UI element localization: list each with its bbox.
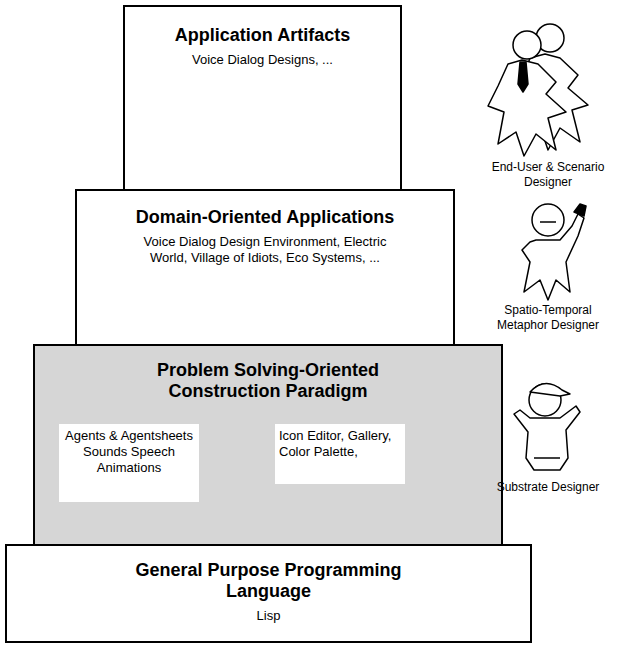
layer-items: Voice Dialog Designs, ... — [178, 52, 348, 68]
layer-box: Domain-Oriented ApplicationsVoice Dialog… — [75, 189, 455, 346]
body — [488, 60, 566, 156]
tool-panel: Icon Editor, Gallery, Color Palette, — [275, 424, 405, 484]
head — [532, 204, 564, 236]
role-label: Substrate Designer — [478, 480, 618, 495]
layer-items: Voice Dialog Design Environment, Electri… — [140, 234, 390, 266]
layer-box-shaded: Problem Solving-Oriented Construction Pa… — [33, 344, 503, 546]
layer-title: Application Artifacts — [139, 25, 386, 46]
role-label: Spatio-Temporal Metaphor Designer — [478, 303, 618, 333]
layer-title: General Purpose Programming Language — [119, 560, 419, 602]
belt — [534, 457, 560, 459]
layer-title: Domain-Oriented Applications — [135, 207, 395, 228]
tool-panel: Agents & Agentsheets Sounds Speech Anima… — [59, 424, 199, 502]
body — [514, 406, 580, 470]
layer-box: General Purpose Programming LanguageLisp — [5, 544, 532, 643]
tie — [518, 62, 528, 92]
layer-items: Lisp — [21, 608, 516, 624]
layer-title: Problem Solving-Oriented Construction Pa… — [118, 360, 418, 402]
brush — [574, 204, 586, 216]
layer-items: Icon Editor, Gallery, Color Palette, — [279, 428, 401, 460]
eyes — [540, 221, 556, 223]
body — [522, 214, 584, 300]
head — [513, 31, 541, 59]
role-label: End-User & Scenario Designer — [478, 160, 618, 190]
cap — [530, 383, 570, 396]
layer-box: Application ArtifactsVoice Dialog Design… — [123, 5, 402, 191]
layer-items: Agents & Agentsheets Sounds Speech Anima… — [63, 428, 195, 476]
